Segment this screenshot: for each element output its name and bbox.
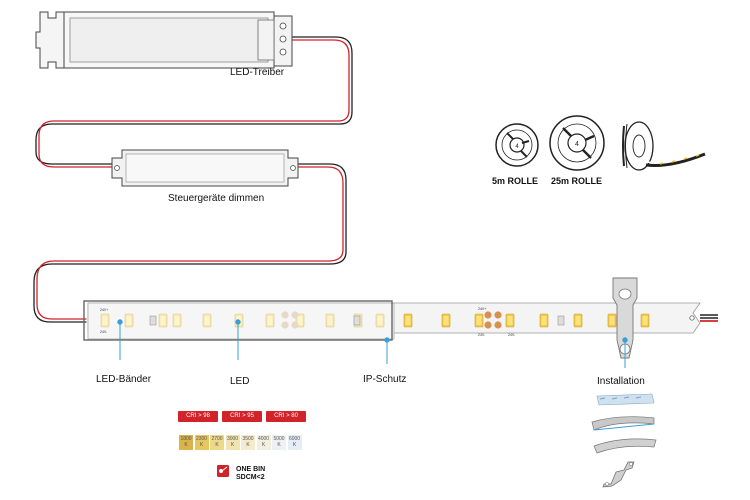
roll-5m-icon: 4 [495,123,539,167]
led-chip-phosphor [267,316,273,325]
led-chip-phosphor [160,316,166,325]
cct-unit: K [199,442,204,448]
ip-label: IP-Schutz [363,374,407,385]
solder-pad [494,321,502,329]
adhesive-strip-icon [591,416,655,431]
led-chip-phosphor [327,316,333,325]
resistor [557,315,565,326]
led-chip-phosphor [507,316,513,325]
cct-unit: K [261,442,266,448]
solder-pad [291,321,299,329]
led-chip-phosphor [174,316,180,325]
cct-value: 4000 [257,436,270,442]
cri-badge: CRI > 95 [222,411,262,422]
polarity-marking: 24V+ [100,308,108,312]
cct-unit: K [230,442,235,448]
one-bin-line2: SDCM<2 [236,474,265,481]
led-label: LED [230,376,250,387]
solder-pad [281,311,289,319]
polarity-marking: 24V- [100,330,108,334]
flex-profile-icon [593,438,657,454]
led-chip-phosphor [126,316,132,325]
led-chip-phosphor [642,316,648,325]
one-bin-line1: ONE BIN [236,466,266,473]
dimmer-controller [111,149,299,187]
cct-value: 1800 [180,436,192,442]
cct-value: 3000 [226,436,239,442]
roll-5m-label: 5m ROLLE [492,176,539,186]
wiring [33,36,353,323]
cri-badge: CRI > 80 [266,411,306,422]
led-driver [35,11,293,69]
led-chip-phosphor [102,316,108,325]
led-chip-phosphor [405,316,411,325]
installation-label: Installation [597,376,645,387]
polarity-marking: 24V- [508,333,516,337]
cct-value: 6000 [288,436,301,442]
strips-label: LED-Bänder [96,374,152,385]
solder-pad [291,311,299,319]
roll-25m-label: 25m ROLLE [551,176,603,186]
led-chip-phosphor [377,316,383,325]
metal-clip-icon [602,461,635,488]
cct-value: 3500 [242,436,254,442]
led-chip-phosphor [443,316,449,325]
driver-label: LED-Treiber [230,67,285,78]
cct-unit: K [246,442,250,448]
one-bin-text: ONE BIN SDCM<2 [236,466,265,482]
svg-text:4: 4 [575,141,579,148]
cct-value: 2700 [211,436,223,442]
led-chip-phosphor [575,316,581,325]
mounting-clip [612,277,638,359]
resistor [353,315,361,326]
cct-value: 5000 [273,436,285,442]
cct-unit: K [292,442,297,448]
cct-unit: K [277,442,281,448]
led-chips: 24V+ 24V- 24V+ 24V- 24V- [100,307,650,337]
solder-pad [494,311,502,319]
led-chip-phosphor [541,316,547,325]
led-chip-phosphor [609,316,615,325]
polarity-marking: 24V+ [478,307,486,311]
led-chip-phosphor [297,316,303,325]
svg-text:4: 4 [515,144,519,150]
solder-pad [281,321,289,329]
solder-pad [484,321,492,329]
led-chip-phosphor [476,316,482,325]
polarity-marking: 24V- [478,333,486,337]
resistor [149,315,157,326]
cct-unit: K [184,442,188,448]
led-chip-phosphor [204,316,210,325]
dimmer-label: Steuergeräte dimmen [168,193,265,204]
roll-25m-icon: 4 [549,115,605,171]
solder-pad [484,311,492,319]
mounting-tape-icon [596,393,655,406]
strip-reel-icon [622,121,706,171]
one-bin-icon [217,465,229,477]
callouts [117,319,628,368]
cct-unit: K [215,442,219,448]
cct-value: 2300 [195,436,208,442]
cri-badge: CRI > 98 [178,411,218,422]
